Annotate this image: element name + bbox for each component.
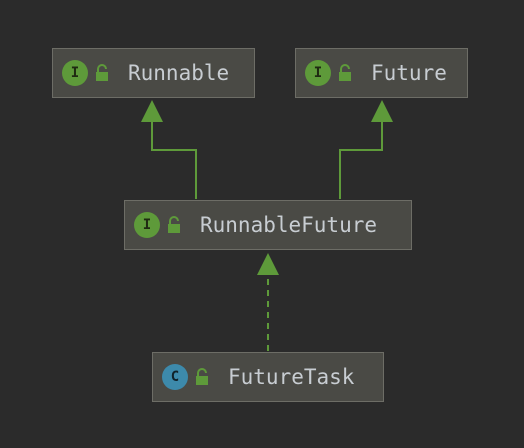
node-future[interactable]: I Future [295,48,468,98]
node-runnablefuture[interactable]: I RunnableFuture [124,200,412,250]
public-lock-icon [96,64,108,81]
interface-badge-icon: I [62,60,88,86]
public-lock-icon [339,64,351,81]
interface-badge-icon: I [134,212,160,238]
public-lock-icon [168,216,180,233]
public-lock-icon [196,368,208,385]
node-runnable[interactable]: I Runnable [52,48,255,98]
interface-badge-icon: I [305,60,331,86]
node-label: Runnable [128,61,230,85]
node-label: Future [371,61,447,85]
node-label: FutureTask [228,365,355,389]
class-badge-icon: C [162,364,188,390]
edge-runnablefuture-to-runnable [151,120,197,199]
arrowhead-runnable [141,100,163,122]
node-futuretask[interactable]: C FutureTask [152,352,384,402]
arrowhead-future [371,100,393,122]
edge-runnablefuture-to-future [339,120,383,199]
arrowhead-runnablefuture [257,253,279,275]
node-label: RunnableFuture [200,213,378,237]
